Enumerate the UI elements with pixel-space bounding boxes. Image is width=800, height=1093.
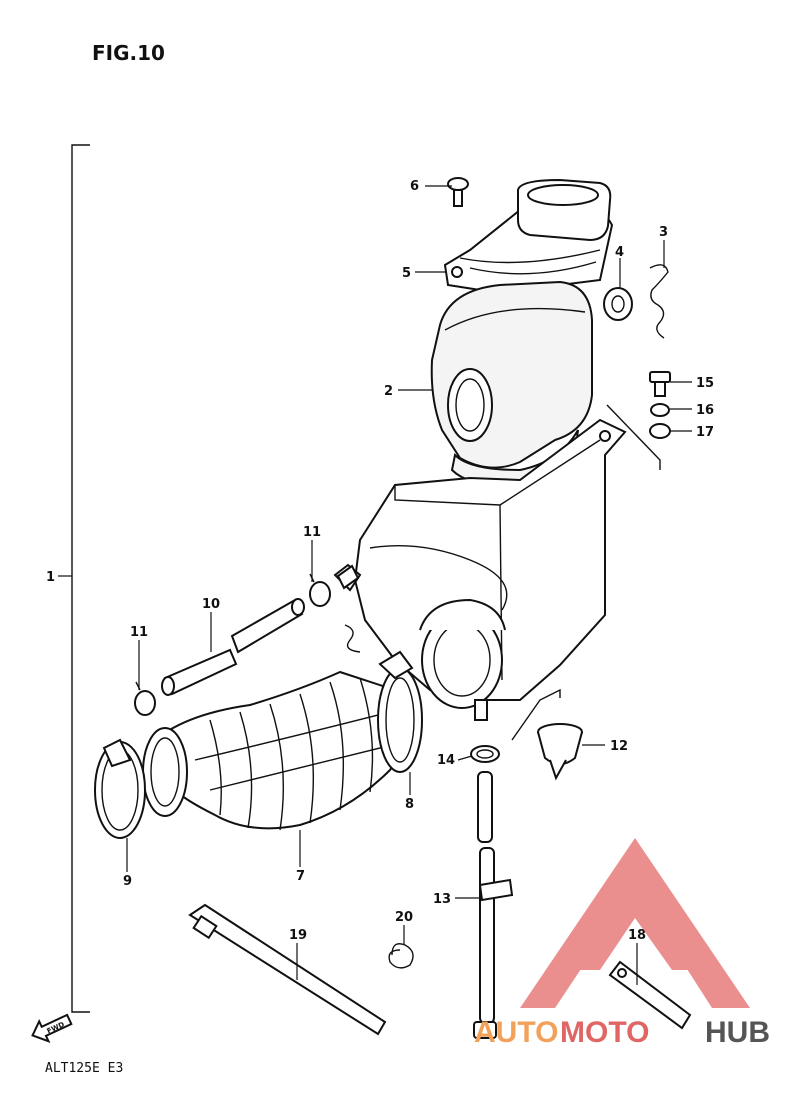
callout-2: 2 xyxy=(384,384,393,399)
callout-16: 16 xyxy=(696,403,714,418)
air-cleaner-cover xyxy=(443,178,614,292)
watermark-logo xyxy=(520,838,750,1008)
strap-19 xyxy=(188,903,387,1036)
callout-10: 10 xyxy=(202,597,220,612)
bolt-15 xyxy=(649,371,671,397)
model-code: ALT125E E3 xyxy=(45,1061,123,1076)
screw-6 xyxy=(447,177,469,207)
drain-hose-13 xyxy=(473,771,514,1039)
clip-20 xyxy=(388,943,414,969)
watermark-hub: HUB xyxy=(705,1016,770,1049)
fwd-arrow: FWD xyxy=(31,1013,73,1044)
watermark-auto: AUTO xyxy=(474,1016,558,1049)
callout-9: 9 xyxy=(123,874,132,889)
grommet-4 xyxy=(603,287,633,321)
clamp-14 xyxy=(470,745,500,763)
leader-lines xyxy=(126,185,692,985)
callout-4: 4 xyxy=(615,245,624,260)
hose-band-9 xyxy=(94,738,146,839)
air-cleaner-case xyxy=(333,418,627,741)
callout-12: 12 xyxy=(610,739,628,754)
washer-guide-line xyxy=(606,404,661,470)
callout-5: 5 xyxy=(402,266,411,281)
callout-labels: 1 2 3 4 5 6 7 8 9 10 11 11 12 13 14 15 1… xyxy=(46,179,714,943)
callout-14: 14 xyxy=(437,753,455,768)
callout-7: 7 xyxy=(296,869,305,884)
boot-clamp-8 xyxy=(377,650,423,773)
callout-11-lower: 11 xyxy=(130,625,148,640)
callout-8: 8 xyxy=(405,797,414,812)
bracket-18 xyxy=(608,960,692,1030)
callout-11-upper: 11 xyxy=(303,525,321,540)
callout-3: 3 xyxy=(659,225,668,240)
callout-17: 17 xyxy=(696,425,714,440)
drain-cap-12 xyxy=(537,723,583,781)
callout-13: 13 xyxy=(433,892,451,907)
callout-1: 1 xyxy=(46,570,55,585)
callout-20: 20 xyxy=(395,910,413,925)
callout-6: 6 xyxy=(410,179,419,194)
breather-hose-10 xyxy=(161,564,360,696)
watermark-moto: MOTO xyxy=(560,1016,649,1049)
assembly-bracket xyxy=(71,144,90,1013)
callout-18: 18 xyxy=(628,928,646,943)
hose-clip-11-upper xyxy=(309,573,331,607)
clip-3 xyxy=(649,264,669,339)
callout-19: 19 xyxy=(289,928,307,943)
washer-17 xyxy=(649,423,671,439)
intake-boot-7 xyxy=(142,670,408,831)
figure-title: FIG.10 xyxy=(92,41,165,65)
washer-16 xyxy=(650,403,670,417)
hose-clip-11-lower xyxy=(134,681,156,716)
callout-15: 15 xyxy=(696,376,714,391)
watermark-text: AUTO MOTO HUB xyxy=(474,1016,770,1049)
